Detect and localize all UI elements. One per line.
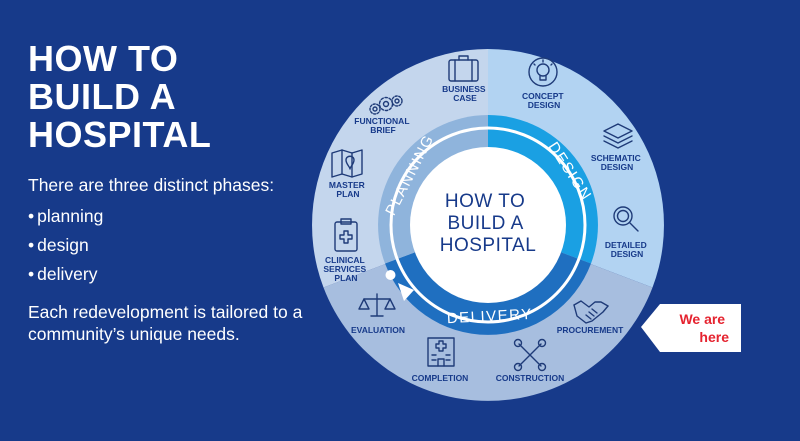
title-line: HOSPITAL [28, 114, 212, 155]
closing-text: Each redevelopment is tailored to a comm… [28, 302, 303, 344]
center-title: HOW TO BUILD A HOSPITAL [440, 191, 537, 256]
step-label-evaluation: EVALUATION [351, 325, 405, 335]
center-circle [410, 147, 566, 303]
handshake-icon [573, 300, 609, 324]
step-label-schematic-design: SCHEMATIC DESIGN [591, 153, 643, 172]
step-label-business-case: BUSINESS CASE [442, 84, 488, 103]
step-label-concept-design: CONCEPT DESIGN [522, 91, 566, 110]
center-title-line: HOW TO [445, 191, 525, 212]
lightbulb-icon [528, 57, 558, 87]
intro-panel: HOW TO BUILD A HOSPITAL There are three … [28, 40, 318, 345]
layers-icon [603, 123, 633, 149]
phase-label-delivery: DELIVERY [446, 306, 533, 327]
step-label-construction: CONSTRUCTION [496, 373, 564, 383]
title-line: HOW TO [28, 38, 179, 79]
page-title: HOW TO BUILD A HOSPITAL [28, 40, 318, 154]
title-line: BUILD A [28, 76, 177, 117]
clipboard-icon [334, 218, 358, 252]
phase-list-item: planning [28, 202, 318, 231]
step-label-completion: COMPLETION [412, 373, 469, 383]
intro-text: There are three distinct phases: [28, 175, 275, 195]
gears-icon [369, 95, 403, 115]
step-label-master-plan: MASTER PLAN [329, 180, 367, 199]
magnifier-icon [613, 206, 639, 232]
map-icon [331, 149, 363, 178]
center-title-line: HOSPITAL [440, 235, 537, 256]
step-label-procurement: PROCUREMENT [557, 325, 624, 335]
scales-icon [358, 293, 396, 317]
step-label-clinical-services-plan: CLINICAL SERVICES PLAN [323, 255, 368, 283]
wrenches-icon [513, 338, 547, 372]
cycle-arrow-icon [398, 283, 414, 301]
briefcase-icon [448, 55, 479, 82]
cycle-line [389, 126, 587, 324]
step-label-functional-brief: FUNCTIONAL BRIEF [354, 116, 411, 135]
marker-text: We are here [679, 311, 729, 345]
we-are-here-marker: We are here [641, 304, 741, 352]
phase-list-item: design [28, 231, 318, 260]
hospital-icon [427, 337, 455, 367]
phase-list: planning design delivery [28, 202, 318, 289]
phase-list-item: delivery [28, 260, 318, 289]
cycle-start-dot [385, 270, 396, 280]
step-label-detailed-design: DETAILED DESIGN [605, 240, 649, 259]
marker-pointer [641, 304, 741, 352]
center-title-line: BUILD A [447, 213, 523, 234]
